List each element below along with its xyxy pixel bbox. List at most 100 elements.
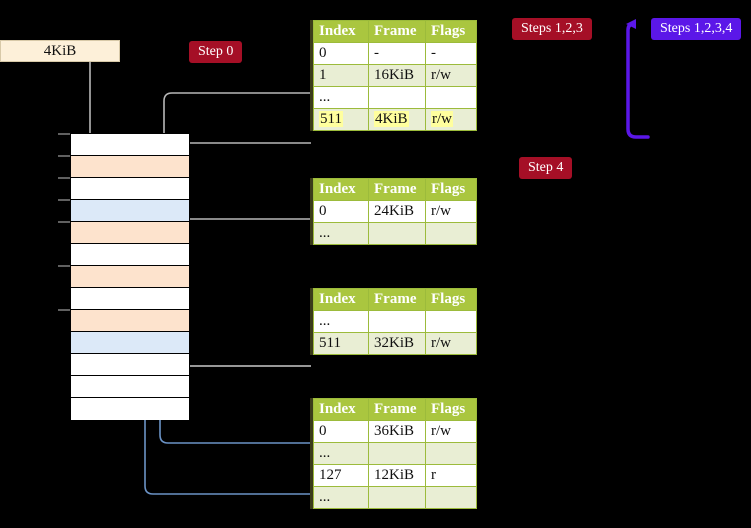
memory-frame-row [71,222,189,244]
table-cell [368,486,426,509]
column-header-index: Index [313,288,369,311]
memory-frame-row [71,354,189,376]
highlighted-value: 511 [319,111,343,127]
table-cell [425,86,477,109]
table-cell: ... [313,442,369,465]
table-cell: 12KiB [368,464,426,487]
badge-steps-123-label: Steps 1,2,3 [521,21,583,36]
badge-step-0-label: Step 0 [198,44,234,59]
table-row: 0-- [313,42,477,65]
table-row: 511 4KiB r/w [313,108,477,131]
column-header-frame: Frame [368,20,426,43]
memory-size-label: 4KiB [43,42,77,59]
memory-frame-row [71,134,189,156]
memory-tick-marks [58,133,70,311]
arrow-t2-24kib-to-memory [176,218,311,262]
memory-frame-row [71,288,189,310]
table-cell [425,310,477,333]
column-header-index: Index [313,20,369,43]
physical-memory-grid [70,133,190,420]
memory-frame-row [71,310,189,332]
table-cell: ... [313,86,369,109]
table-cell [425,222,477,245]
table-cell: r [425,464,477,487]
table-cell: 24KiB [368,200,426,223]
badge-step-0: Step 0 [189,41,243,63]
badge-steps-1234-label: Steps 1,2,3,4 [660,21,733,36]
table-cell: 511 [313,108,369,131]
table-cell: ... [313,486,369,509]
table-cell: r/w [425,64,477,87]
highlighted-value: r/w [431,111,453,127]
column-header-frame: Frame [368,178,426,201]
column-header-flags: Flags [425,288,477,311]
column-header-flags: Flags [425,398,477,421]
column-header-flags: Flags [425,20,477,43]
column-header-index: Index [313,178,369,201]
table-cell: - [425,42,477,65]
memory-frame-row [71,376,189,398]
table-cell: 32KiB [368,332,426,355]
table-cell [368,310,426,333]
memory-frame-row [71,178,189,200]
table-cell: r/w [425,420,477,443]
table-cell: 36KiB [368,420,426,443]
arrow-steps-bracket [626,18,650,139]
column-header-frame: Frame [368,398,426,421]
memory-frame-row [71,266,189,288]
table-cell: 4KiB [368,108,426,131]
badge-step-4: Step 4 [519,157,573,179]
badge-steps-123: Steps 1,2,3 [512,18,592,40]
arrow-t3-32kib-to-memory [170,314,311,367]
column-header-frame: Frame [368,288,426,311]
table-cell: - [368,42,426,65]
highlighted-value: 4KiB [374,111,409,127]
table-cell: ... [313,222,369,245]
table-cell: 0 [313,42,369,65]
table-cell: 511 [313,332,369,355]
badge-steps-1234: Steps 1,2,3,4 [651,18,742,40]
column-header-flags: Flags [425,178,477,201]
table-row: ... [313,310,477,333]
arrow-t1-4kib-to-memory [171,142,311,158]
column-header-index: Index [313,398,369,421]
badge-step-4-label: Step 4 [528,160,564,175]
table-cell: 0 [313,200,369,223]
table-cell: r/w [425,332,477,355]
table-cell [368,442,426,465]
memory-frame-row [71,244,189,266]
table-cell: r/w [425,200,477,223]
table-cell: 127 [313,464,369,487]
table-row: ... [313,86,477,109]
memory-frame-row [71,332,189,354]
table-cell [368,222,426,245]
table-cell: ... [313,310,369,333]
memory-size-box: 4KiB [0,40,120,62]
table-cell: 16KiB [368,64,426,87]
table-row: ... [313,442,477,465]
memory-frame-row [71,398,189,420]
table-row: ... [313,486,477,509]
table-row: ... [313,222,477,245]
table-cell: 1 [313,64,369,87]
table-cell [425,442,477,465]
memory-frame-row [71,156,189,178]
table-cell [425,486,477,509]
table-cell: r/w [425,108,477,131]
table-cell: 0 [313,420,369,443]
memory-frame-row [71,200,189,222]
table-cell [368,86,426,109]
